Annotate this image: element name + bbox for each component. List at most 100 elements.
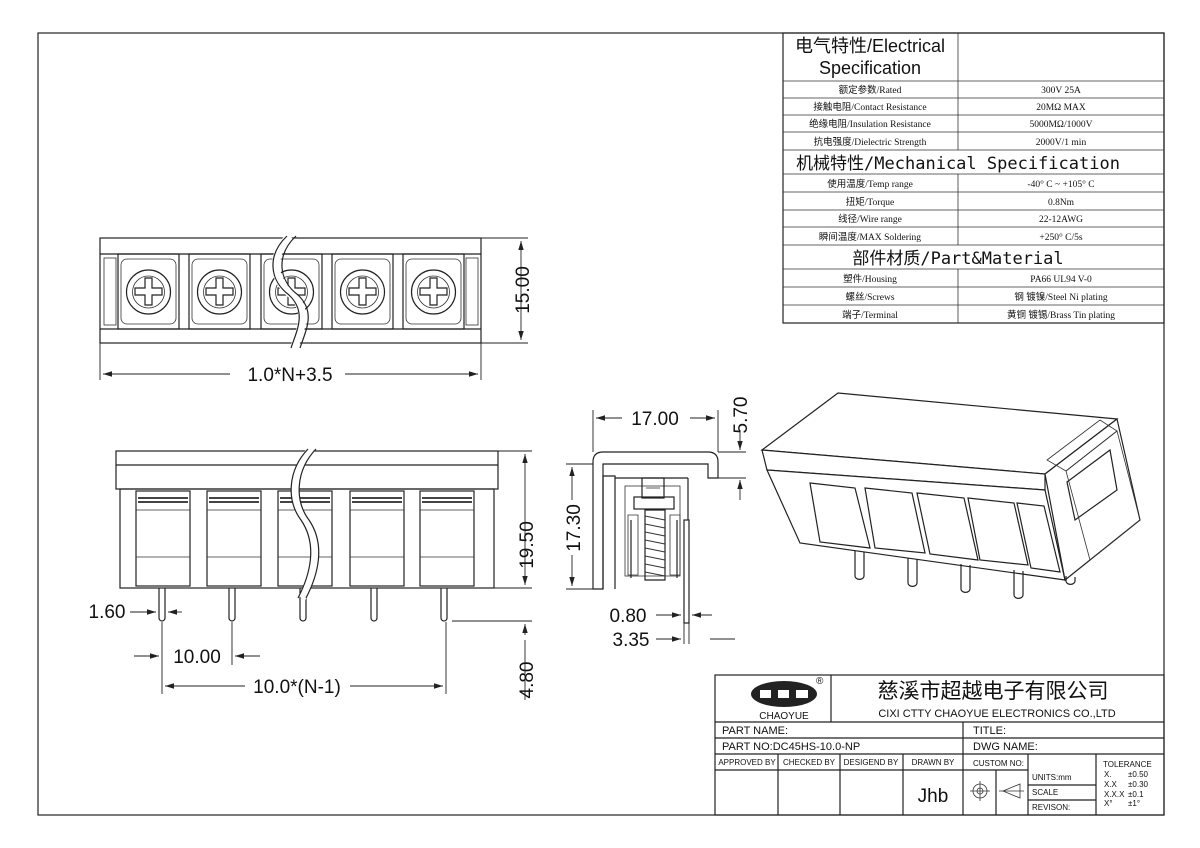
front-pin [370, 588, 378, 622]
units-label: UNITS:mm [1032, 773, 1072, 782]
dim-top-height: 15.00 [513, 266, 534, 314]
spec-value: PA66 UL94 V-0 [1030, 275, 1092, 285]
front-pin [299, 588, 307, 622]
iso-compartment [864, 487, 926, 554]
tolerance-value: ±0.50 [1128, 770, 1149, 779]
tolerance-key: X.X [1104, 780, 1118, 789]
drawing-border [37, 32, 1165, 816]
projection-symbol-icon [970, 781, 1024, 801]
front-compartment [135, 490, 191, 587]
iso-view [760, 392, 1141, 599]
front-view-dims: 19.50 4.80 1.60 10.00 10.0*(N-1) [89, 450, 538, 700]
spec-value: 钢 镀镍/Steel Ni plating [1014, 291, 1107, 303]
part-no-label: PART NO:DC45HS-10.0-NP [722, 741, 860, 753]
spec-label: 额定参数/Rated [839, 84, 902, 96]
top-view [99, 233, 482, 350]
mechanical-title: 机械特性/Mechanical Specification [796, 154, 1120, 174]
electrical-title-2: Specification [819, 58, 921, 78]
side-view-dims: 17.00 5.70 17.30 0.80 3.35 [564, 397, 752, 651]
front-compartment [349, 490, 405, 587]
iso-compartment [809, 482, 871, 549]
electrical-title-1: 电气特性/Electrical [795, 36, 945, 56]
spec-value: 22-12AWG [1039, 215, 1083, 225]
break-line [272, 233, 307, 350]
dim-pin-length: 4.80 [517, 662, 538, 699]
spec-label: 扭矩/Torque [846, 196, 894, 208]
dim-side-width: 17.00 [631, 409, 679, 430]
spec-value: 黄铜 镀锡/Brass Tin plating [1007, 309, 1115, 321]
checked-by-label: CHECKED BY [783, 758, 836, 767]
part-name-label: PART NAME: [722, 725, 788, 737]
dim-side-height: 17.30 [564, 504, 585, 552]
iso-compartment [916, 492, 979, 561]
front-pin [228, 588, 236, 622]
tolerance-value: ±0.30 [1128, 780, 1149, 789]
side-view [592, 451, 719, 624]
company-name-en: CIXI CTTY CHAOYUE ELECTRONICS CO.,LTD [878, 708, 1115, 720]
iso-pin [854, 551, 865, 580]
spec-label: 使用温度/Temp range [827, 178, 913, 190]
drawn-by-value: Jhb [918, 786, 949, 807]
spec-table: 电气特性/Electrical Specification 额定参数/Rated… [782, 32, 1165, 324]
logo-registered-mark: ® [816, 676, 824, 687]
front-compartment [206, 490, 262, 587]
iso-compartment [967, 497, 1029, 566]
dim-side-top: 5.70 [731, 397, 752, 434]
spec-value: -40° C ~ +105° C [1027, 179, 1094, 190]
dim-pin-span: 10.0*(N-1) [253, 677, 341, 698]
dim-front-height: 19.50 [517, 521, 538, 569]
top-view-dims: 15.00 1.0*N+3.5 [99, 237, 534, 386]
company-logo: ® CHAOYUE [751, 676, 824, 722]
tolerance-title: TOLERANCE [1103, 760, 1152, 769]
iso-pin [960, 564, 971, 593]
spec-value: 0.8Nm [1048, 198, 1075, 208]
approved-by-label: APPROVED BY [718, 758, 776, 767]
terminal-cell [117, 253, 180, 330]
tolerance-key: X.X.X [1104, 790, 1125, 799]
dwg-name-label: DWG NAME: [973, 741, 1038, 753]
front-compartment [277, 490, 333, 587]
spec-label: 瞬间温度/MAX Soldering [819, 231, 921, 243]
spec-label: 绝缘电阻/Insulation Resistance [809, 118, 931, 130]
drawn-by-label: DRAWN BY [912, 758, 955, 767]
terminal-cell [331, 253, 394, 330]
iso-pin [907, 558, 918, 587]
spec-label: 接触电阻/Contact Resistance [813, 101, 926, 113]
tolerance-value: ±0.1 [1128, 790, 1144, 799]
front-pin [158, 588, 166, 622]
designed-by-label: DESIGEND BY [844, 758, 899, 767]
tolerance-key: X. [1104, 770, 1112, 779]
front-pin [440, 588, 448, 622]
scale-label: SCALE [1032, 788, 1058, 797]
title-block: ® CHAOYUE 慈溪市超越电子有限公司 CIXI CTTY CHAOYUE … [714, 674, 1165, 816]
spec-label: 端子/Terminal [842, 309, 898, 321]
iso-compartment [1016, 502, 1061, 573]
iso-pin [1065, 576, 1076, 585]
front-compartment [419, 490, 475, 587]
spec-value: 300V 25A [1041, 86, 1081, 96]
terminal-cell [188, 253, 251, 330]
custom-no-label: CUSTOM NO: [973, 759, 1024, 768]
spec-value: +250° C/5s [1039, 232, 1083, 243]
dim-pitch: 10.00 [173, 647, 221, 668]
company-name-cn: 慈溪市超越电子有限公司 [878, 680, 1109, 703]
spec-value: 5000MΩ/1000V [1029, 120, 1092, 130]
tolerance-value: ±1° [1128, 799, 1140, 808]
spec-label: 螺丝/Screws [845, 291, 894, 303]
logo-text: CHAOYUE [759, 711, 809, 722]
spec-value: 20MΩ MAX [1036, 103, 1086, 113]
terminal-cell [260, 253, 323, 330]
dim-pin-dia: 1.60 [89, 602, 126, 623]
spec-label: 抗电强度/Dielectric Strength [814, 136, 927, 148]
terminal-cell [402, 253, 465, 330]
front-view [115, 446, 499, 622]
iso-pin [1013, 570, 1024, 599]
material-title: 部件材质/Part&Material [852, 249, 1063, 269]
spec-label: 线径/Wire range [838, 213, 902, 225]
spec-value: 2000V/1 min [1036, 138, 1087, 148]
dim-top-width: 1.0*N+3.5 [247, 365, 332, 386]
tolerance-key: X° [1104, 799, 1113, 808]
dim-pin-thickness: 0.80 [610, 606, 647, 627]
title-label: TITLE: [973, 725, 1006, 737]
